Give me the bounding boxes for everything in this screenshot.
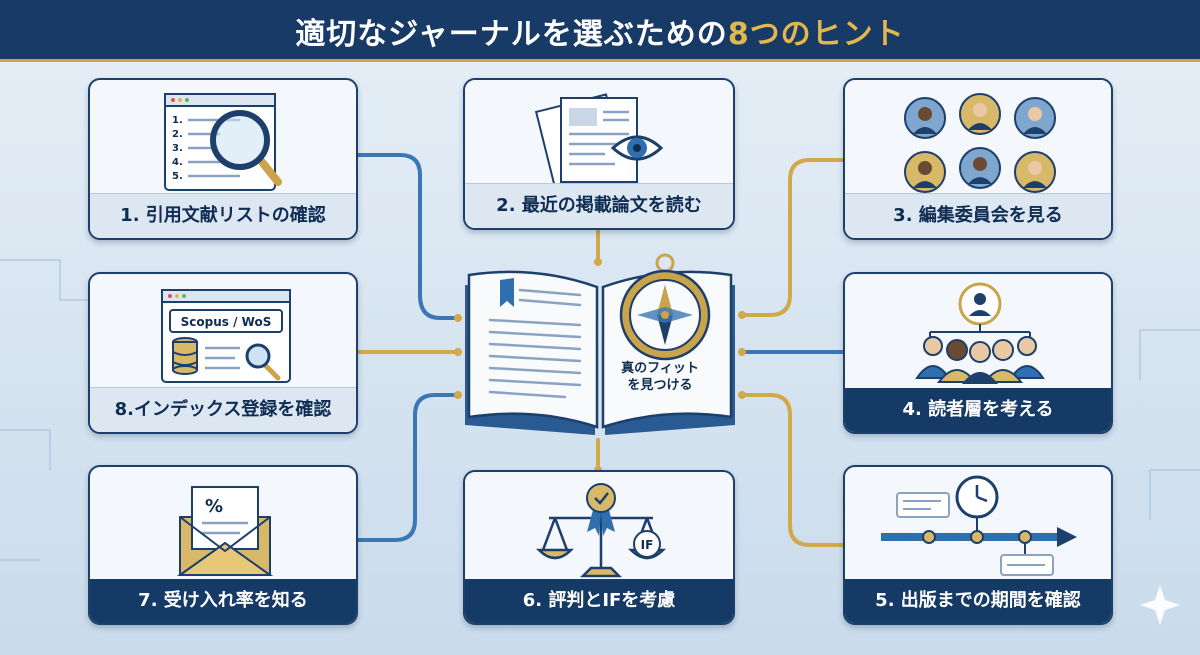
card-label: 3. 編集委員会を見る xyxy=(845,193,1111,238)
magnifier-icon xyxy=(245,343,281,381)
card-label: 5. 出版までの期間を確認 xyxy=(845,579,1111,623)
center-caption: 真のフィット を見つける xyxy=(605,360,715,394)
card-publication-time: 5. 出版までの期間を確認 xyxy=(843,465,1113,625)
bookmark-icon xyxy=(500,278,514,307)
clock-icon xyxy=(955,475,999,519)
list-number-2: 2. xyxy=(172,129,183,140)
if-badge-text: IF xyxy=(641,538,654,552)
card-reputation-if: IF 6. 評判とIFを考慮 xyxy=(463,470,735,625)
card-editorial-board: 3. 編集委員会を見る xyxy=(843,78,1113,240)
envelope-letter-illustration: % xyxy=(176,486,274,576)
card-acceptance-rate: % 7. 受け入れ率を知る xyxy=(88,465,358,625)
magnifier-list-illustration: 1. 2. 3. 4. 5. xyxy=(164,93,282,191)
compass-icon xyxy=(619,253,711,361)
papers-eye-illustration xyxy=(534,93,664,188)
connector-card7 xyxy=(356,393,460,542)
audience-illustration xyxy=(915,282,1045,384)
caption-line-1: 真のフィット xyxy=(621,361,699,376)
connector-card1 xyxy=(356,153,460,320)
scales-icon xyxy=(535,512,667,578)
connector-card5 xyxy=(740,393,845,547)
people-group-icon xyxy=(915,336,1045,384)
page-title: 適切なジャーナルを選ぶための8つのヒント xyxy=(295,9,904,53)
timeline-arrow-icon xyxy=(881,527,1077,547)
database-search-illustration: Scopus / WoS xyxy=(161,289,291,383)
card-label: 2. 最近の掲載論文を読む xyxy=(465,183,733,228)
title-main: 適切なジャーナルを選ぶための xyxy=(295,17,728,52)
card-label: 4. 読者層を考える xyxy=(845,388,1111,432)
db-label: Scopus / WoS xyxy=(181,315,272,329)
card-index-registration: Scopus / WoS 8.インデックス登録を確認 xyxy=(88,272,358,434)
card-label: 6. 評判とIFを考慮 xyxy=(465,579,733,623)
award-badge-icon xyxy=(586,483,616,536)
timeline-clock-illustration xyxy=(881,475,1077,576)
if-tag-icon: IF xyxy=(633,530,661,558)
eye-icon xyxy=(610,135,664,161)
list-number-5: 5. xyxy=(172,171,183,182)
card-recent-papers: 2. 最近の掲載論文を読む xyxy=(463,78,735,230)
title-highlight: 8つのヒント xyxy=(727,17,905,52)
database-icon xyxy=(172,337,198,375)
list-number-3: 3. xyxy=(172,143,183,154)
user-circle-icon xyxy=(958,282,1002,326)
scales-illustration: IF xyxy=(535,483,667,578)
list-number-1: 1. xyxy=(172,115,183,126)
card-label: 8.インデックス登録を確認 xyxy=(90,387,356,432)
percent-symbol: % xyxy=(205,496,223,517)
magnifier-icon xyxy=(210,110,282,186)
list-number-4: 4. xyxy=(172,157,183,168)
header-banner: 適切なジャーナルを選ぶための8つのヒント xyxy=(0,0,1200,62)
caption-line-2: を見つける xyxy=(627,378,693,393)
card-citation-list: 1. 2. 3. 4. 5. 1. 引用文献リストの確認 xyxy=(88,78,358,240)
connector-card3 xyxy=(740,158,845,317)
card-readership: 4. 読者層を考える xyxy=(843,272,1113,434)
sparkle-icon xyxy=(1140,585,1180,625)
card-label: 1. 引用文献リストの確認 xyxy=(90,193,356,238)
editorial-board-illustration xyxy=(904,93,1056,193)
open-book-compass-illustration xyxy=(465,253,735,435)
card-label: 7. 受け入れ率を知る xyxy=(90,579,356,623)
